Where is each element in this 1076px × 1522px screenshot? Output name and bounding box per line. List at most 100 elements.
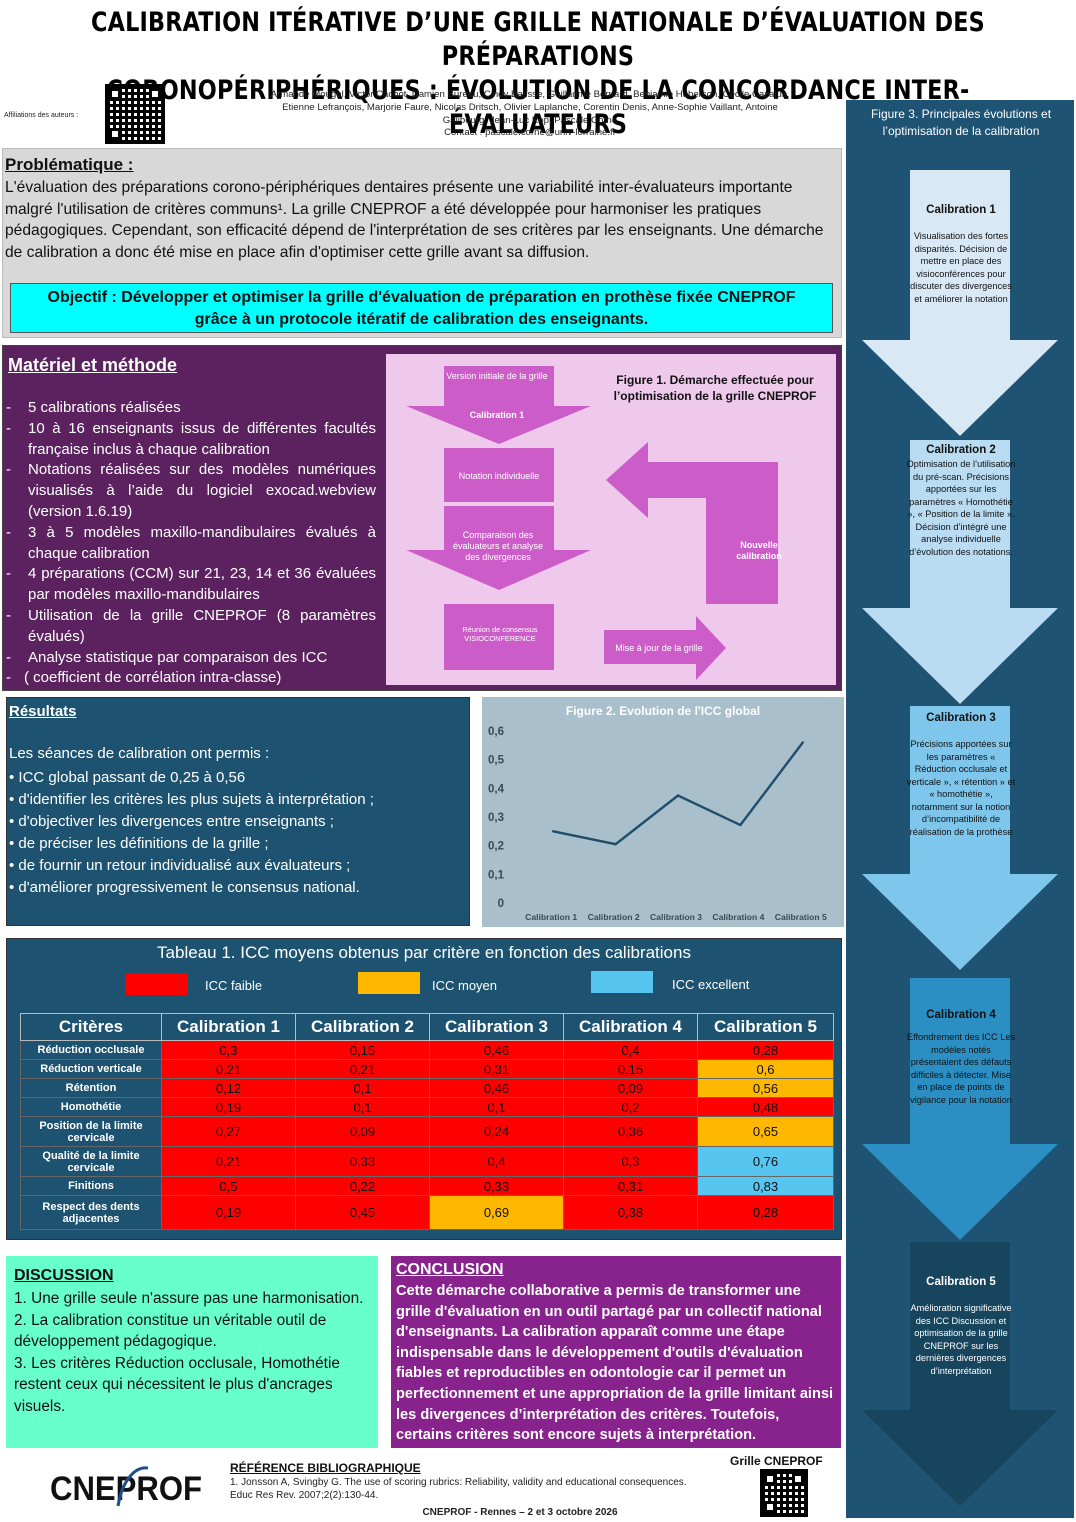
icc-value-cell: 0,19	[161, 1195, 296, 1230]
conclusion-section	[391, 1256, 841, 1448]
calibration-step-text: Effondrement des ICC Les modèles notés p…	[906, 1032, 1016, 1105]
icc-value-cell: 0,31	[563, 1176, 698, 1196]
calibration-step-4: Calibration 4 Effondrement des ICC Les m…	[906, 1007, 1016, 1106]
list-item: 3 à 5 modèles maxillo-mandibulaires éval…	[6, 523, 376, 565]
x-tick-label: Calibration 5	[775, 912, 827, 922]
flow-label-mise-a-jour: Mise à jour de la grille	[615, 643, 703, 653]
event-footer: CNEPROF - Rennes – 2 et 3 octobre 2026	[422, 1507, 618, 1518]
column-header: Calibration 3	[429, 1013, 564, 1041]
flow-label-notation: Notation individuelle	[458, 471, 540, 481]
column-header: Calibration 1	[161, 1013, 296, 1041]
problematique-heading: Problématique :	[5, 155, 134, 174]
contact-email: Contact : pascale.corne@univ-lorraine.fr	[444, 127, 616, 139]
column-header: Critères	[20, 1013, 162, 1041]
icc-value-cell: 0,31	[429, 1059, 564, 1079]
legend-label-excellent: ICC excellent	[672, 977, 750, 992]
icc-value-cell: 0,65	[697, 1116, 834, 1147]
data-point	[614, 843, 617, 846]
chart-title: Figure 2. Evolution de l'ICC global	[566, 704, 760, 718]
icc-value-cell: 0,3	[161, 1040, 296, 1060]
calibration-step-title: Calibration 3	[926, 712, 996, 724]
objective-line: grâce à un protocole itératif de calibra…	[194, 311, 649, 328]
criterion-cell: Finitions	[20, 1176, 162, 1196]
x-tick-label: Calibration 3	[650, 912, 702, 922]
discussion-heading: DISCUSSION	[14, 1267, 114, 1284]
y-tick-label: 0,3	[488, 812, 504, 824]
list-item: Utilisation de la grille CNEPROF (8 para…	[6, 606, 376, 648]
flow-arrow-step-1	[406, 366, 591, 444]
x-tick-label: Calibration 1	[525, 912, 577, 922]
list-item: de fournir un retour individualisé aux é…	[9, 855, 469, 877]
icc-value-cell: 0,2	[563, 1097, 698, 1117]
materiel-heading: Matériel et méthode	[8, 355, 178, 375]
figure-3-title: Figure 3. Principales évolutions et l’op…	[870, 107, 1052, 138]
figure-1-title: Figure 1. Démarche effectuée pour l’opti…	[613, 373, 817, 403]
affiliations-label: Affiliations des auteurs :	[4, 112, 79, 119]
list-item: d'identifier les critères les plus sujet…	[9, 789, 469, 811]
title-line-1: CALIBRATION ITÉRATIVE D’UNE GRILLE NATIO…	[91, 7, 985, 72]
calibration-step-title: Calibration 1	[926, 204, 996, 216]
column-header: Calibration 5	[697, 1013, 834, 1041]
icc-table: Critères Calibration 1 Calibration 2 Cal…	[20, 1013, 834, 1230]
icc-value-cell: 0,09	[563, 1078, 698, 1098]
data-point	[676, 794, 680, 797]
reference-heading: RÉFÉRENCE BIBLIOGRAPHIQUE	[230, 1461, 421, 1475]
calibration-step-3: Calibration 3 Précisions apportées sur l…	[906, 710, 1016, 838]
list-item: 1. Une grille seule n'assure pas une har…	[14, 1290, 364, 1307]
icc-value-cell: 0,5	[161, 1176, 296, 1196]
icc-value-cell: 0,36	[563, 1116, 698, 1147]
icc-value-cell: 0,38	[563, 1195, 698, 1230]
icc-value-cell: 0,69	[429, 1195, 564, 1230]
materiel-list: 5 calibrations réalisées 10 à 16 enseign…	[6, 398, 376, 689]
data-point	[739, 823, 742, 827]
list-item: 5 calibrations réalisées	[6, 398, 376, 419]
flow-label-version-initiale: Version initiale de la grille	[446, 371, 548, 381]
icc-value-cell: 0,22	[295, 1176, 430, 1196]
data-point	[801, 741, 804, 744]
icc-value-cell: 0,19	[161, 1097, 296, 1117]
legend-label-moyen: ICC moyen	[432, 978, 498, 993]
authors-line: Etienne Lefrançois, Marjorie Faure, Nico…	[282, 101, 778, 113]
criterion-cell: Respect des dents adjacentes	[20, 1195, 162, 1230]
icc-value-cell: 0,4	[429, 1146, 564, 1177]
calibration-step-text: Optimisation de l’utilisation du pré-sca…	[906, 459, 1016, 557]
criterion-cell: Réduction occlusale	[20, 1040, 162, 1060]
data-point	[552, 830, 555, 833]
reference-line: 1. Jonsson A, Svingby G. The use of scor…	[230, 1477, 687, 1488]
grille-qr-code	[760, 1469, 808, 1517]
calibration-step-1: Calibration 1 Visualisation des fortes d…	[906, 202, 1016, 305]
icc-value-cell: 0,28	[697, 1040, 834, 1060]
list-item: 3. Les critères Réduction occlusale, Hom…	[14, 1354, 340, 1415]
y-tick-label: 0,4	[488, 783, 505, 795]
tableau-title: Tableau 1. ICC moyens obtenus par critèr…	[157, 943, 691, 962]
list-item-continuation: ( coefficient de corrélation intra-class…	[6, 668, 376, 689]
resultats-heading: Résultats	[9, 703, 77, 720]
y-tick-label: 0,6	[488, 726, 504, 738]
legend-swatch-faible	[126, 973, 188, 995]
list-item: de préciser les définitions de la grille…	[9, 833, 469, 855]
icc-value-cell: 0,46	[429, 1040, 564, 1060]
icc-value-cell: 0,15	[295, 1040, 430, 1060]
flow-label-nouvelle-calibration: Nouvelle calibration	[736, 540, 782, 561]
authors-line: Galibourg, Jean-Luc Kop, Pascale Corne	[442, 114, 618, 126]
list-item: 2. La calibration constitue un véritable…	[14, 1311, 327, 1351]
icc-value-cell: 0,45	[295, 1195, 430, 1230]
criterion-cell: Position de la limite cervicale	[20, 1116, 162, 1147]
discussion-list: 1. Une grille seule n'assure pas une har…	[14, 1288, 374, 1417]
calibration-arrow-1	[862, 170, 1058, 436]
icc-value-cell: 0,48	[697, 1097, 834, 1117]
grille-label: Grille CNEPROF	[730, 1454, 823, 1468]
icc-value-cell: 0,83	[697, 1176, 834, 1196]
icc-value-cell: 0,12	[161, 1078, 296, 1098]
icc-value-cell: 0,21	[161, 1059, 296, 1079]
legend-label-faible: ICC faible	[205, 978, 263, 993]
list-item: Analyse statistique par comparaison des …	[6, 648, 376, 669]
criterion-cell: Qualité de la limite cervicale	[20, 1146, 162, 1177]
flow-box-step-2	[444, 448, 554, 502]
calibration-step-2: Calibration 2 Optimisation de l’utilisat…	[906, 442, 1016, 558]
